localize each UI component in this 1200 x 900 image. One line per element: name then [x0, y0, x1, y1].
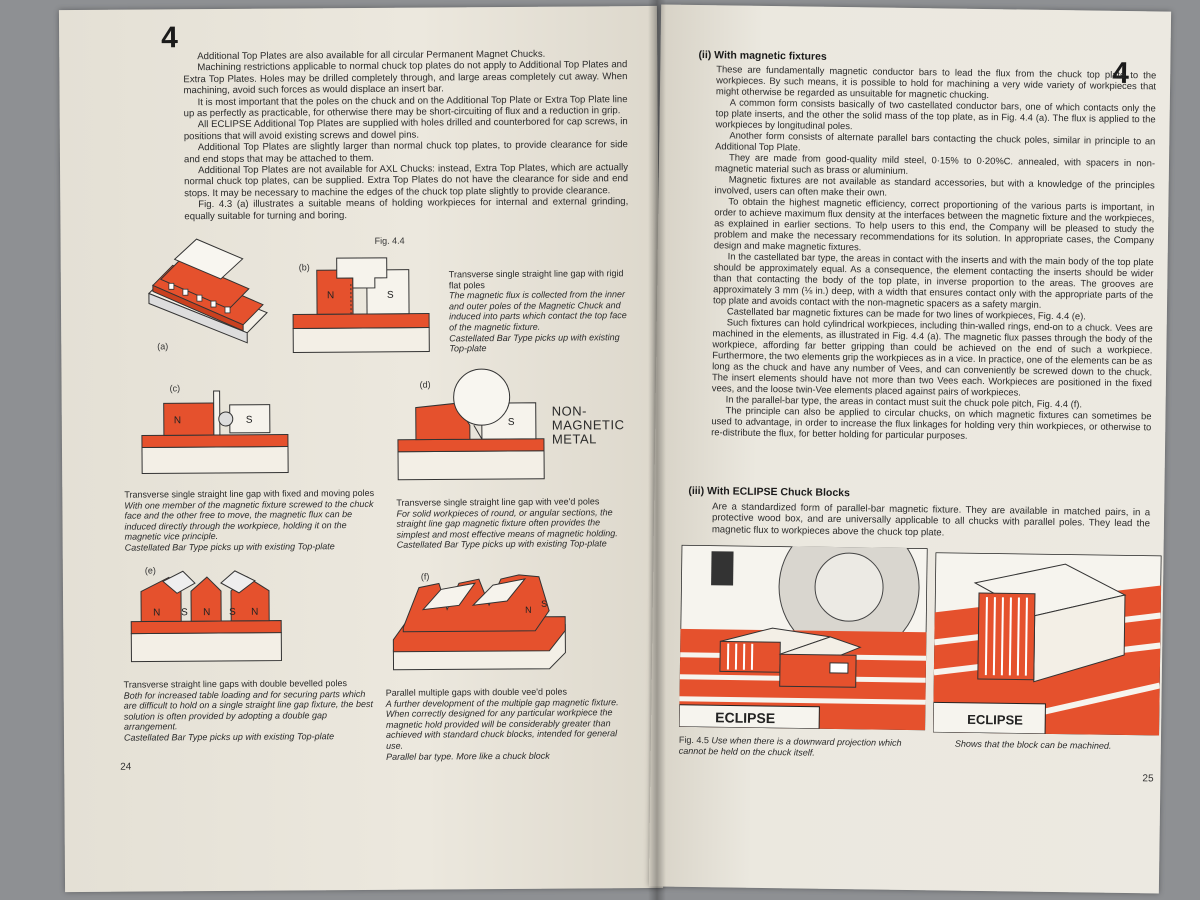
caption-d-text: For solid workpieces of round, or angula… — [396, 506, 618, 540]
figure-4-5-right-illustration: ECLIPSE — [933, 552, 1162, 736]
panel-label-e: (e) — [144, 565, 156, 576]
figure-c-illustration: N S — [140, 388, 291, 483]
non-magnetic-label: NON- MAGNETIC METAL — [551, 403, 625, 447]
pole-letter-n: N — [203, 607, 210, 618]
figure-e-illustration: N S N S N — [129, 567, 284, 668]
pole-letter-s: S — [541, 599, 547, 609]
pole-letter-n: N — [525, 605, 532, 615]
chapter-number: 4 — [161, 21, 178, 55]
caption-f: Parallel multiple gaps with double vee'd… — [386, 686, 633, 762]
caption-e-text: Both for increased table loading and for… — [123, 688, 373, 733]
page-number: 25 — [1142, 773, 1154, 785]
section-heading-iii: (iii) With ECLIPSE Chuck Blocks — [688, 484, 850, 500]
caption-f-text: A further development of the multiple ga… — [385, 696, 619, 751]
pole-letter-s: S — [181, 607, 188, 618]
figure-4-5-left-illustration: ECLIPSE — [679, 544, 928, 731]
panel-label-b: (b) — [298, 262, 310, 273]
pole-letter-s: S — [246, 415, 253, 426]
panel-label-f: (f) — [420, 571, 430, 582]
pole-letter-n: N — [174, 415, 181, 426]
caption-d-note: Castellated Bar Type picks up with exist… — [396, 538, 607, 551]
panel-label-a: (a) — [157, 341, 169, 352]
pole-letter-n: N — [153, 607, 160, 618]
right-body-text: These are fundamentally magnetic conduct… — [711, 63, 1156, 443]
paragraph: In the castellated bar type, the areas i… — [712, 250, 1154, 310]
paragraph: All ECLIPSE Additional Top Plates are su… — [183, 116, 628, 143]
figure-4-5-caption-left: Fig. 4.5 Use when there is a downward pr… — [679, 735, 929, 760]
left-page: 4 Additional Top Plates are also availab… — [58, 5, 664, 893]
paragraph: Such fixtures can hold cylindrical workp… — [711, 316, 1153, 398]
figure-b-illustration: N S — [291, 252, 432, 357]
caption-b-title: Transverse single straight line gap with… — [448, 268, 624, 290]
caption-c-text: With one member of the magnetic fixture … — [124, 498, 374, 543]
caption-c: Transverse single straight line gap with… — [124, 488, 374, 553]
pole-letter-n: N — [251, 607, 258, 618]
caption-b: Transverse single straight line gap with… — [449, 268, 628, 354]
paragraph: It is most important that the poles on t… — [183, 93, 628, 120]
paragraph: Additional Top Plates are slightly large… — [183, 139, 628, 165]
panel-label-c: (c) — [169, 383, 181, 394]
caption-d: Transverse single straight line gap with… — [396, 496, 630, 551]
figure-4-5-caption-right: Shows that the block can be machined. — [954, 738, 1112, 751]
book-gutter-shadow — [648, 0, 666, 900]
caption-b-note: Castellated Bar Type picks up with exist… — [449, 331, 620, 354]
figure-f-illustration: N S — [389, 569, 570, 680]
paragraph-iii: Are a standardized form of parallel-bar … — [712, 501, 1150, 541]
paragraph: Machining restrictions applicable to nor… — [183, 59, 628, 97]
caption-e-note: Castellated Bar Type picks up with exist… — [123, 731, 335, 743]
page-number: 24 — [120, 761, 132, 773]
caption-e: Transverse straight line gaps with doubl… — [124, 678, 374, 743]
right-page: (ii) With magnetic fixtures 4 These are … — [648, 4, 1172, 894]
caption-c-note: Castellated Bar Type picks up with exist… — [124, 541, 335, 553]
figure-number: Fig. 4.5 — [678, 734, 709, 746]
paragraph: The principle can also be applied to cir… — [711, 404, 1152, 441]
pole-letter-s: S — [387, 290, 394, 301]
non-magnetic-line-3: METAL — [551, 431, 597, 447]
caption-b-text: The magnetic flux is collected from the … — [448, 289, 627, 333]
eclipse-logo-text: ECLIPSE — [967, 712, 1023, 728]
paragraph: To obtain the highest magnetic efficienc… — [713, 195, 1155, 253]
figure-a-illustration — [138, 233, 269, 352]
section-heading-ii: (ii) With magnetic fixtures — [698, 49, 827, 63]
figure-d-illustration: S — [395, 367, 546, 486]
paragraph: Fig. 4.3 (a) illustrates a suitable mean… — [184, 196, 629, 222]
pole-letter-n: N — [327, 290, 334, 301]
pole-letter-s: S — [229, 607, 236, 618]
caption-f-note: Parallel bar type. More like a chuck blo… — [386, 750, 550, 762]
figure-title: Fig. 4.4 — [374, 235, 405, 246]
pole-letter-s: S — [508, 417, 515, 428]
eclipse-logo-text: ECLIPSE — [715, 709, 775, 726]
panel-label-d: (d) — [419, 379, 431, 390]
caption-text: Use when there is a downward projection … — [678, 735, 902, 758]
paragraph: Additional Top Plates are not available … — [184, 162, 629, 200]
paragraph: Are a standardized form of parallel-bar … — [711, 501, 1151, 539]
left-body-text: Additional Top Plates are also available… — [183, 48, 628, 222]
